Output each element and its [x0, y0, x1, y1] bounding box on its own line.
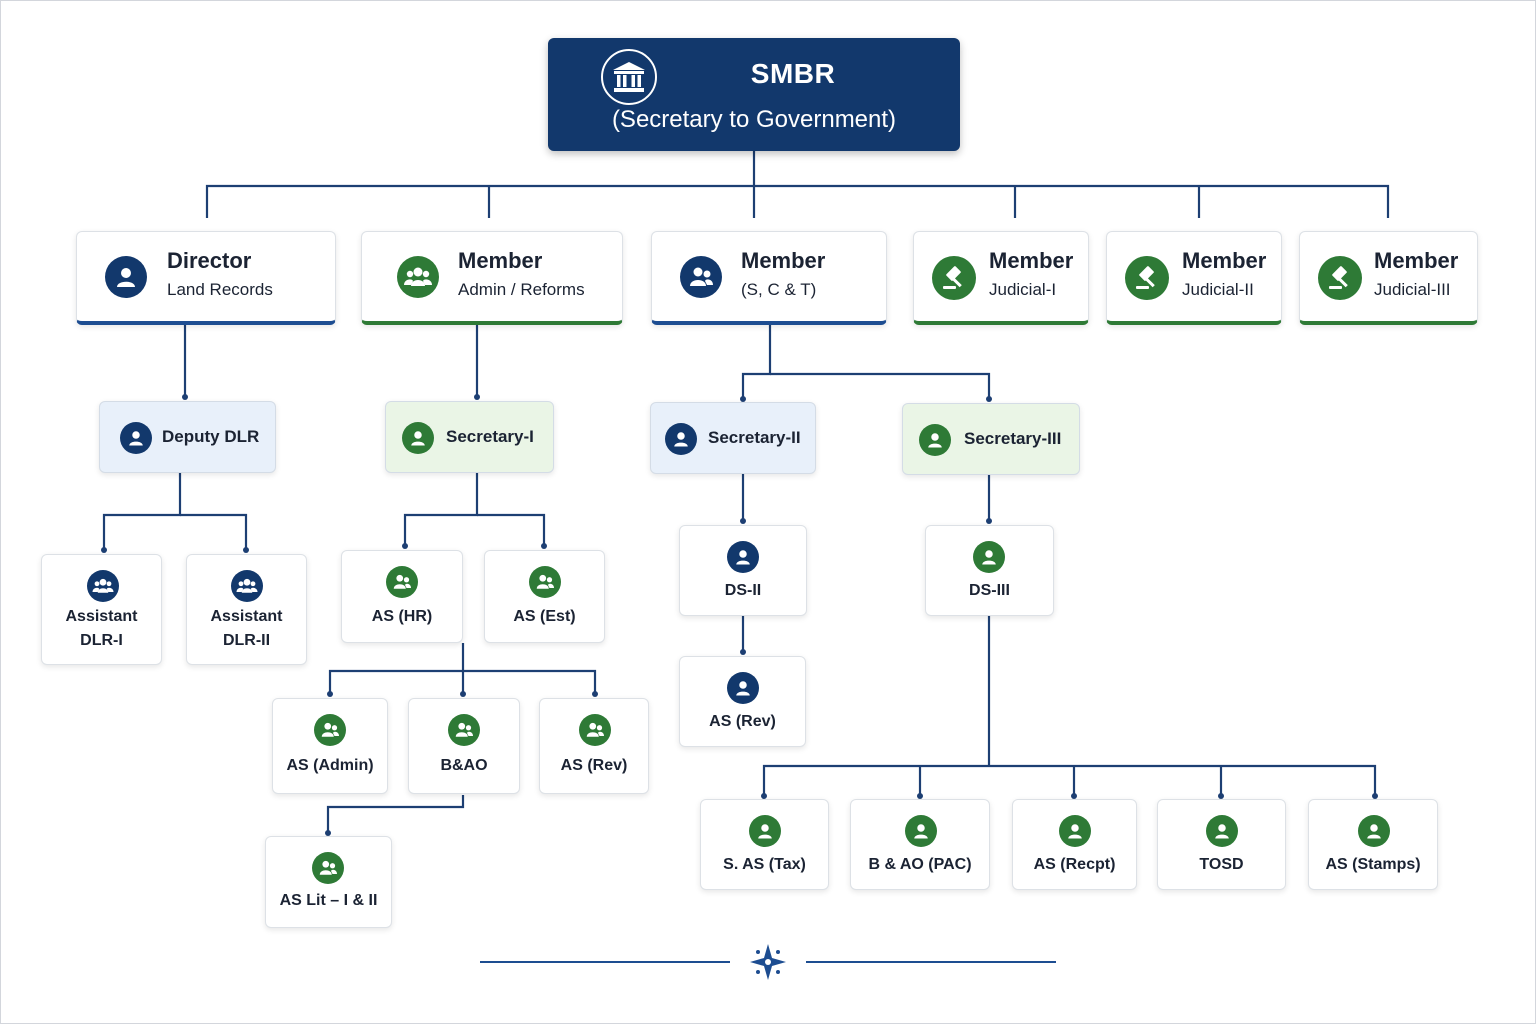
node-label: AS (Rev) [709, 713, 776, 730]
node-label-line2: DLR-II [222, 632, 271, 649]
node-label: AS (Admin) [286, 757, 374, 774]
node-member-judicial-1[interactable]: Member Judicial-I [913, 231, 1089, 325]
node-label: DS-III [969, 582, 1010, 599]
node-label: DS-II [724, 582, 762, 599]
node-secretary-2[interactable]: Secretary-II [650, 402, 816, 474]
node-subtitle: Admin / Reforms [458, 280, 585, 299]
node-title: Member [1374, 248, 1459, 273]
node-label-line2: DLR-I [80, 632, 123, 649]
node-secretary-3[interactable]: Secretary-III [902, 403, 1080, 475]
node-label: AS Lit – I & II [279, 892, 378, 909]
node-title: Member [741, 248, 826, 273]
node-as-hr[interactable]: AS (HR) [341, 550, 463, 643]
node-assistant-dlr-2[interactable]: Assistant DLR-II [186, 554, 307, 665]
user-icon [973, 541, 1005, 573]
node-subtitle: Land Records [167, 280, 273, 299]
node-label: S. AS (Tax) [723, 856, 806, 873]
node-label: AS (Est) [513, 608, 576, 625]
node-director-land-records[interactable]: Director Land Records [76, 231, 336, 325]
node-as-lit[interactable]: AS Lit – I & II [265, 836, 392, 928]
node-ds-2[interactable]: DS-II [679, 525, 807, 616]
node-title: Member [989, 248, 1074, 273]
user-icon [727, 541, 759, 573]
node-as-admin[interactable]: AS (Admin) [272, 698, 388, 794]
node-label: Secretary-II [708, 428, 801, 447]
node-label: B & AO (PAC) [868, 856, 972, 873]
node-as-recpt[interactable]: AS (Recpt) [1012, 799, 1137, 890]
user-icon [120, 422, 152, 454]
node-as-rev-sec2[interactable]: AS (Rev) [679, 656, 806, 747]
government-building-icon [601, 49, 657, 105]
node-label: AS (HR) [371, 608, 433, 625]
node-title: Member [1182, 248, 1267, 273]
node-assistant-dlr-1[interactable]: Assistant DLR-I [41, 554, 162, 665]
node-secretary-1[interactable]: Secretary-I [385, 401, 554, 473]
node-label: Secretary-III [964, 429, 1062, 448]
node-as-rev-sec1[interactable]: AS (Rev) [539, 698, 649, 794]
node-b-ao-pac[interactable]: B & AO (PAC) [850, 799, 990, 890]
user-icon [905, 815, 937, 847]
node-title: Member [458, 248, 543, 273]
group-icon [448, 714, 480, 746]
user-icon [1358, 815, 1390, 847]
group-icon [231, 570, 263, 602]
gavel-icon [1125, 256, 1169, 300]
node-subtitle: (S, C & T) [741, 280, 817, 299]
node-s-as-tax[interactable]: S. AS (Tax) [700, 799, 829, 890]
node-member-sct[interactable]: Member (S, C & T) [651, 231, 887, 325]
node-tosd[interactable]: TOSD [1157, 799, 1286, 890]
user-icon [402, 422, 434, 454]
group-icon [314, 714, 346, 746]
user-icon [919, 424, 951, 456]
ornament-icon [750, 944, 786, 980]
user-icon [1206, 815, 1238, 847]
group-icon [529, 566, 561, 598]
gavel-icon [1318, 256, 1362, 300]
root-title: SMBR [750, 58, 836, 89]
node-label: AS (Recpt) [1033, 856, 1116, 873]
user-icon [1059, 815, 1091, 847]
node-deputy-dlr[interactable]: Deputy DLR [99, 401, 276, 473]
node-member-judicial-2[interactable]: Member Judicial-II [1106, 231, 1282, 325]
node-label: TOSD [1199, 856, 1244, 873]
group-icon [312, 852, 344, 884]
user-icon [749, 815, 781, 847]
node-label: AS (Rev) [560, 757, 628, 774]
node-label-line1: Assistant [210, 608, 283, 625]
node-label: Deputy DLR [162, 427, 260, 446]
node-label-line1: Assistant [65, 608, 138, 625]
gavel-icon [932, 256, 976, 300]
node-label: B&AO [440, 757, 488, 774]
group-icon [87, 570, 119, 602]
group-icon [579, 714, 611, 746]
user-icon [105, 256, 147, 298]
root-node[interactable]: SMBR (Secretary to Government) [548, 38, 960, 151]
node-bao[interactable]: B&AO [408, 698, 520, 794]
node-title: Director [167, 248, 252, 273]
node-subtitle: Judicial-I [989, 280, 1057, 299]
node-label: AS (Stamps) [1325, 856, 1421, 873]
node-as-est[interactable]: AS (Est) [484, 550, 605, 643]
group-icon [680, 256, 722, 298]
group-icon [397, 256, 439, 298]
user-icon [665, 423, 697, 455]
node-member-admin-reforms[interactable]: Member Admin / Reforms [361, 231, 623, 325]
root-subtitle: (Secretary to Government) [611, 106, 897, 133]
node-member-judicial-3[interactable]: Member Judicial-III [1299, 231, 1478, 325]
group-icon [386, 566, 418, 598]
node-label: Secretary-I [446, 427, 534, 446]
node-ds-3[interactable]: DS-III [925, 525, 1054, 616]
node-subtitle: Judicial-III [1374, 280, 1451, 299]
user-icon [727, 672, 759, 704]
node-subtitle: Judicial-II [1182, 280, 1254, 299]
node-as-stamps[interactable]: AS (Stamps) [1308, 799, 1438, 890]
